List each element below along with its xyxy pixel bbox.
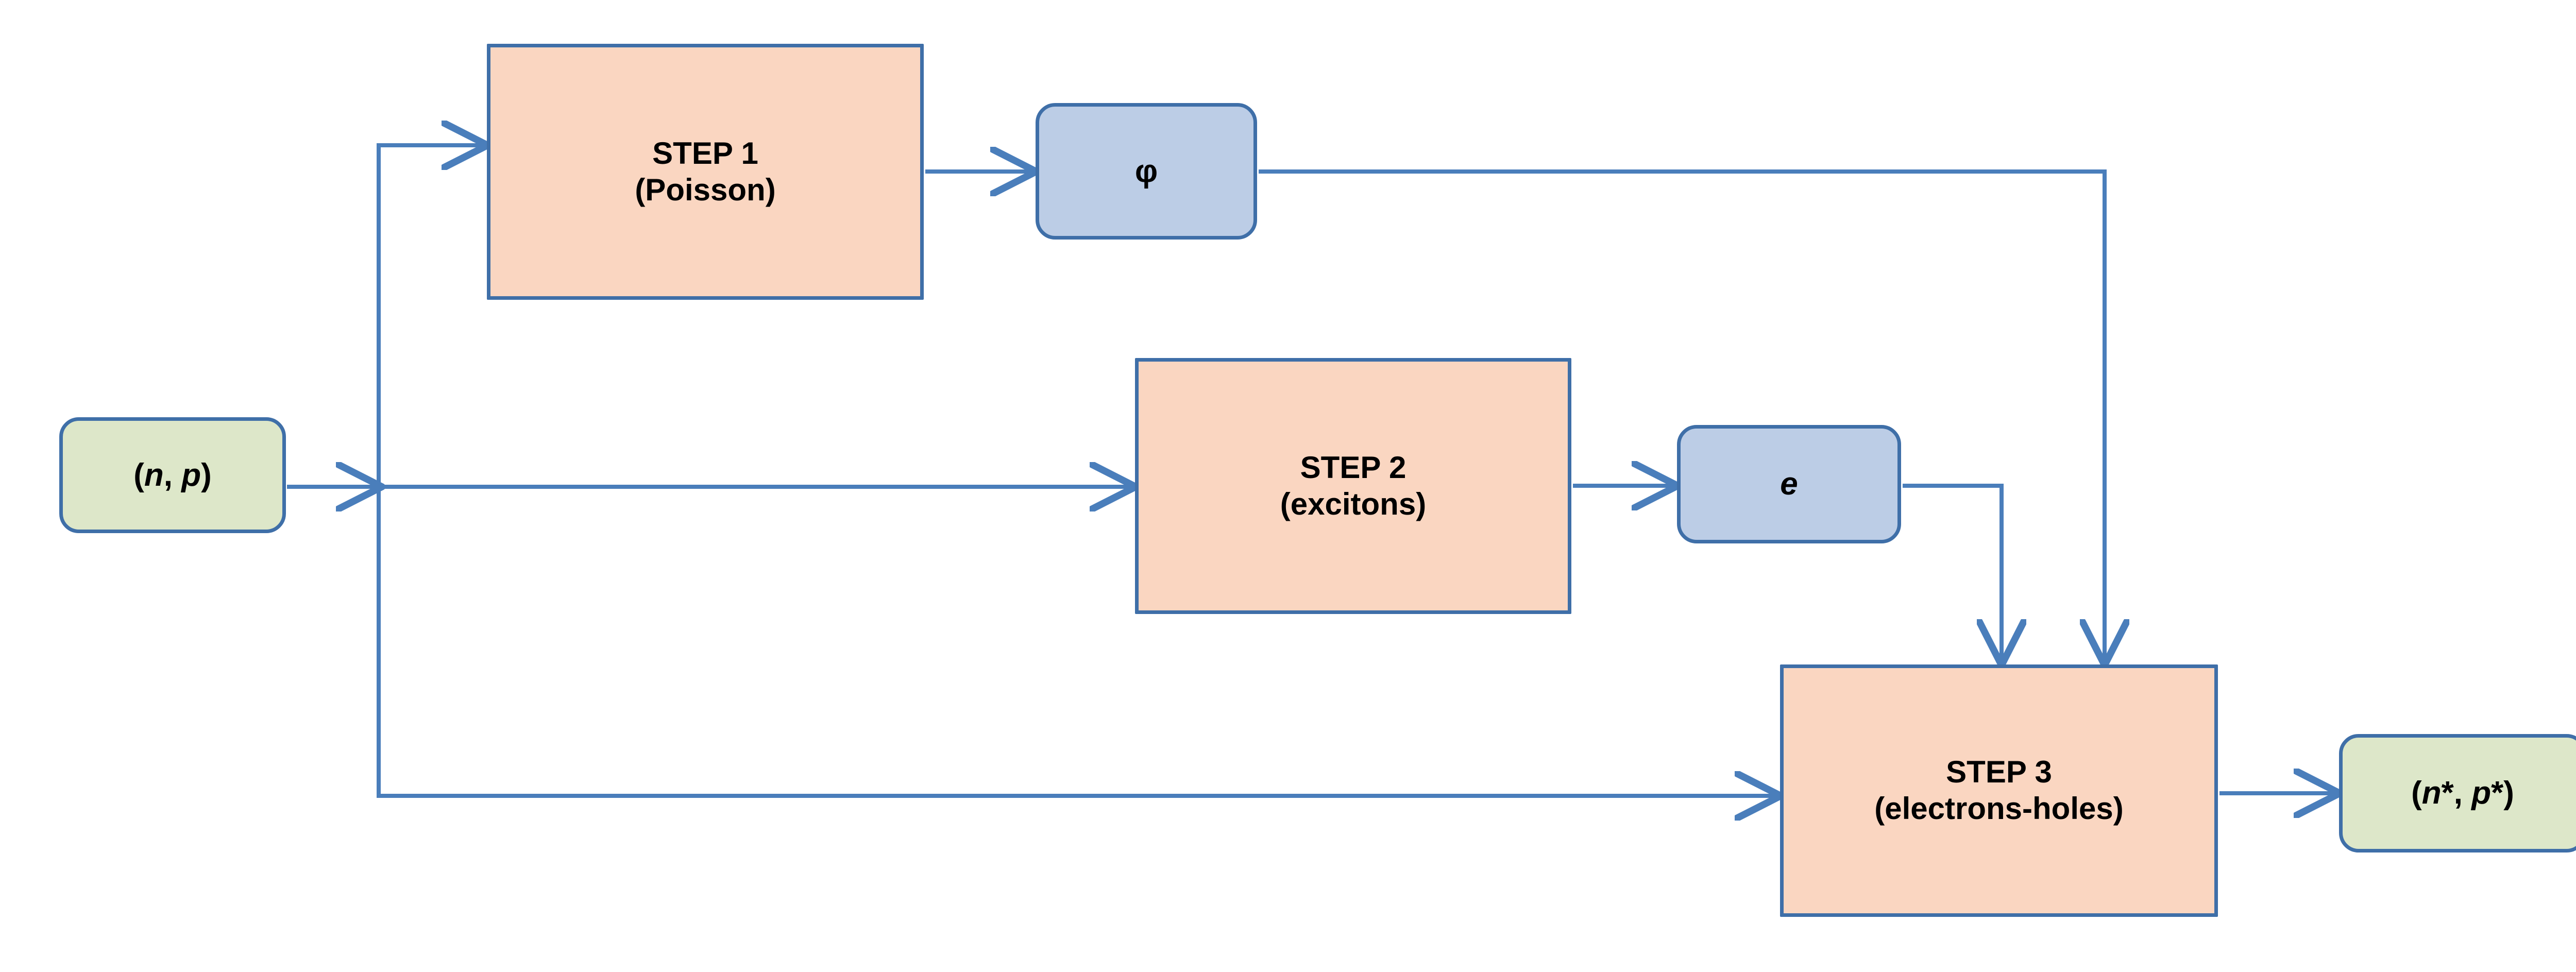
node-output-np-star[interactable]: (n*, p*) — [2339, 734, 2576, 852]
connector-branch-to-step1 — [377, 145, 484, 487]
node-step-2[interactable]: STEP 2 (excitons) — [1135, 358, 1571, 614]
node-phi[interactable]: φ — [1036, 103, 1257, 240]
node-input-np[interactable]: (n, p) — [59, 417, 286, 533]
node-step-3[interactable]: STEP 3 (electrons-holes) — [1780, 664, 2218, 917]
node-input-np-label: (n, p) — [133, 457, 212, 493]
node-step-3-line2: (electrons-holes) — [1874, 791, 2124, 826]
node-phi-label: φ — [1134, 153, 1158, 189]
node-step-2-line1: STEP 2 — [1300, 450, 1406, 485]
node-output-np-star-label: (n*, p*) — [2411, 775, 2514, 811]
node-step-1-line1: STEP 1 — [652, 135, 758, 170]
connector-e-to-step3 — [1903, 484, 2002, 662]
node-step-1[interactable]: STEP 1 (Poisson) — [487, 44, 924, 300]
node-step-3-line1: STEP 3 — [1946, 755, 2052, 790]
node-step-1-line2: (Poisson) — [635, 172, 776, 207]
node-step-2-line2: (excitons) — [1280, 486, 1427, 521]
node-e-label: e — [1780, 466, 1798, 502]
node-e[interactable]: e — [1677, 425, 1901, 543]
